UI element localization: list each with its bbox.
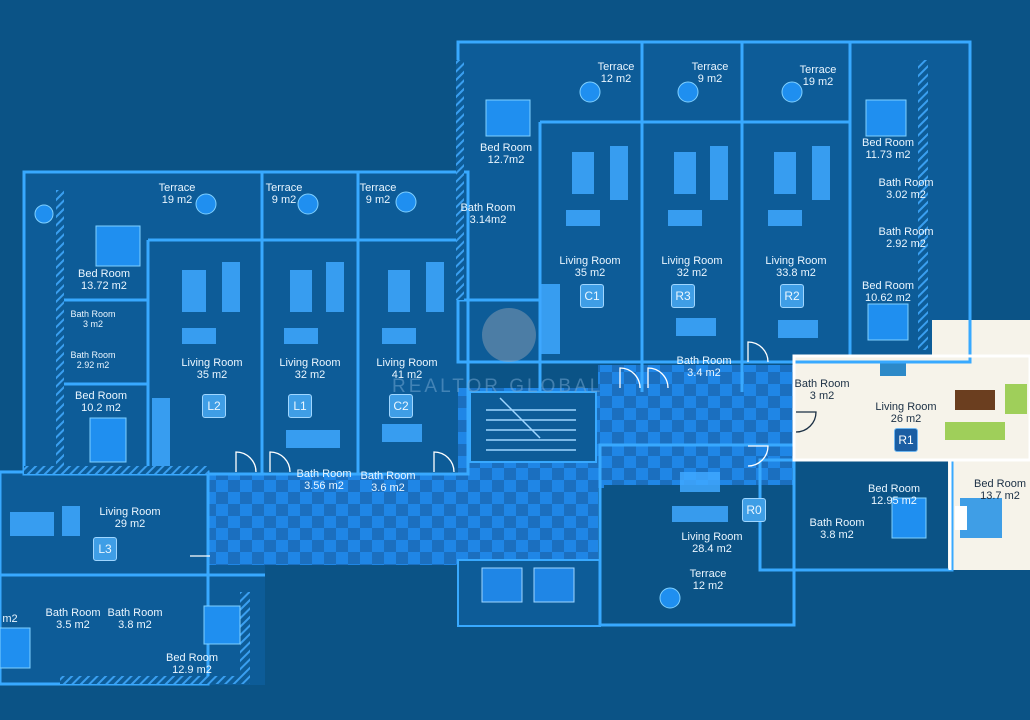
unit-badge-c2[interactable]: C2 bbox=[389, 394, 413, 418]
doors bbox=[190, 341, 817, 557]
stairwell bbox=[457, 391, 601, 627]
unit-badge-r0[interactable]: R0 bbox=[742, 498, 766, 522]
room-label: m2 bbox=[2, 613, 18, 625]
wall-hatching bbox=[24, 60, 928, 684]
unit-badge-r3[interactable]: R3 bbox=[671, 284, 695, 308]
unit-badge-r1[interactable]: R1 bbox=[894, 428, 918, 452]
unit-badge-l3[interactable]: L3 bbox=[93, 537, 117, 561]
unit-badge-l2[interactable]: L2 bbox=[202, 394, 226, 418]
watermark-logo bbox=[482, 308, 536, 362]
furniture bbox=[0, 81, 927, 669]
unit-badge-l1[interactable]: L1 bbox=[288, 394, 312, 418]
watermark-text: REALTOR GLOBAL bbox=[392, 376, 604, 397]
unit-badge-c1[interactable]: C1 bbox=[580, 284, 604, 308]
unit-badge-r2[interactable]: R2 bbox=[780, 284, 804, 308]
